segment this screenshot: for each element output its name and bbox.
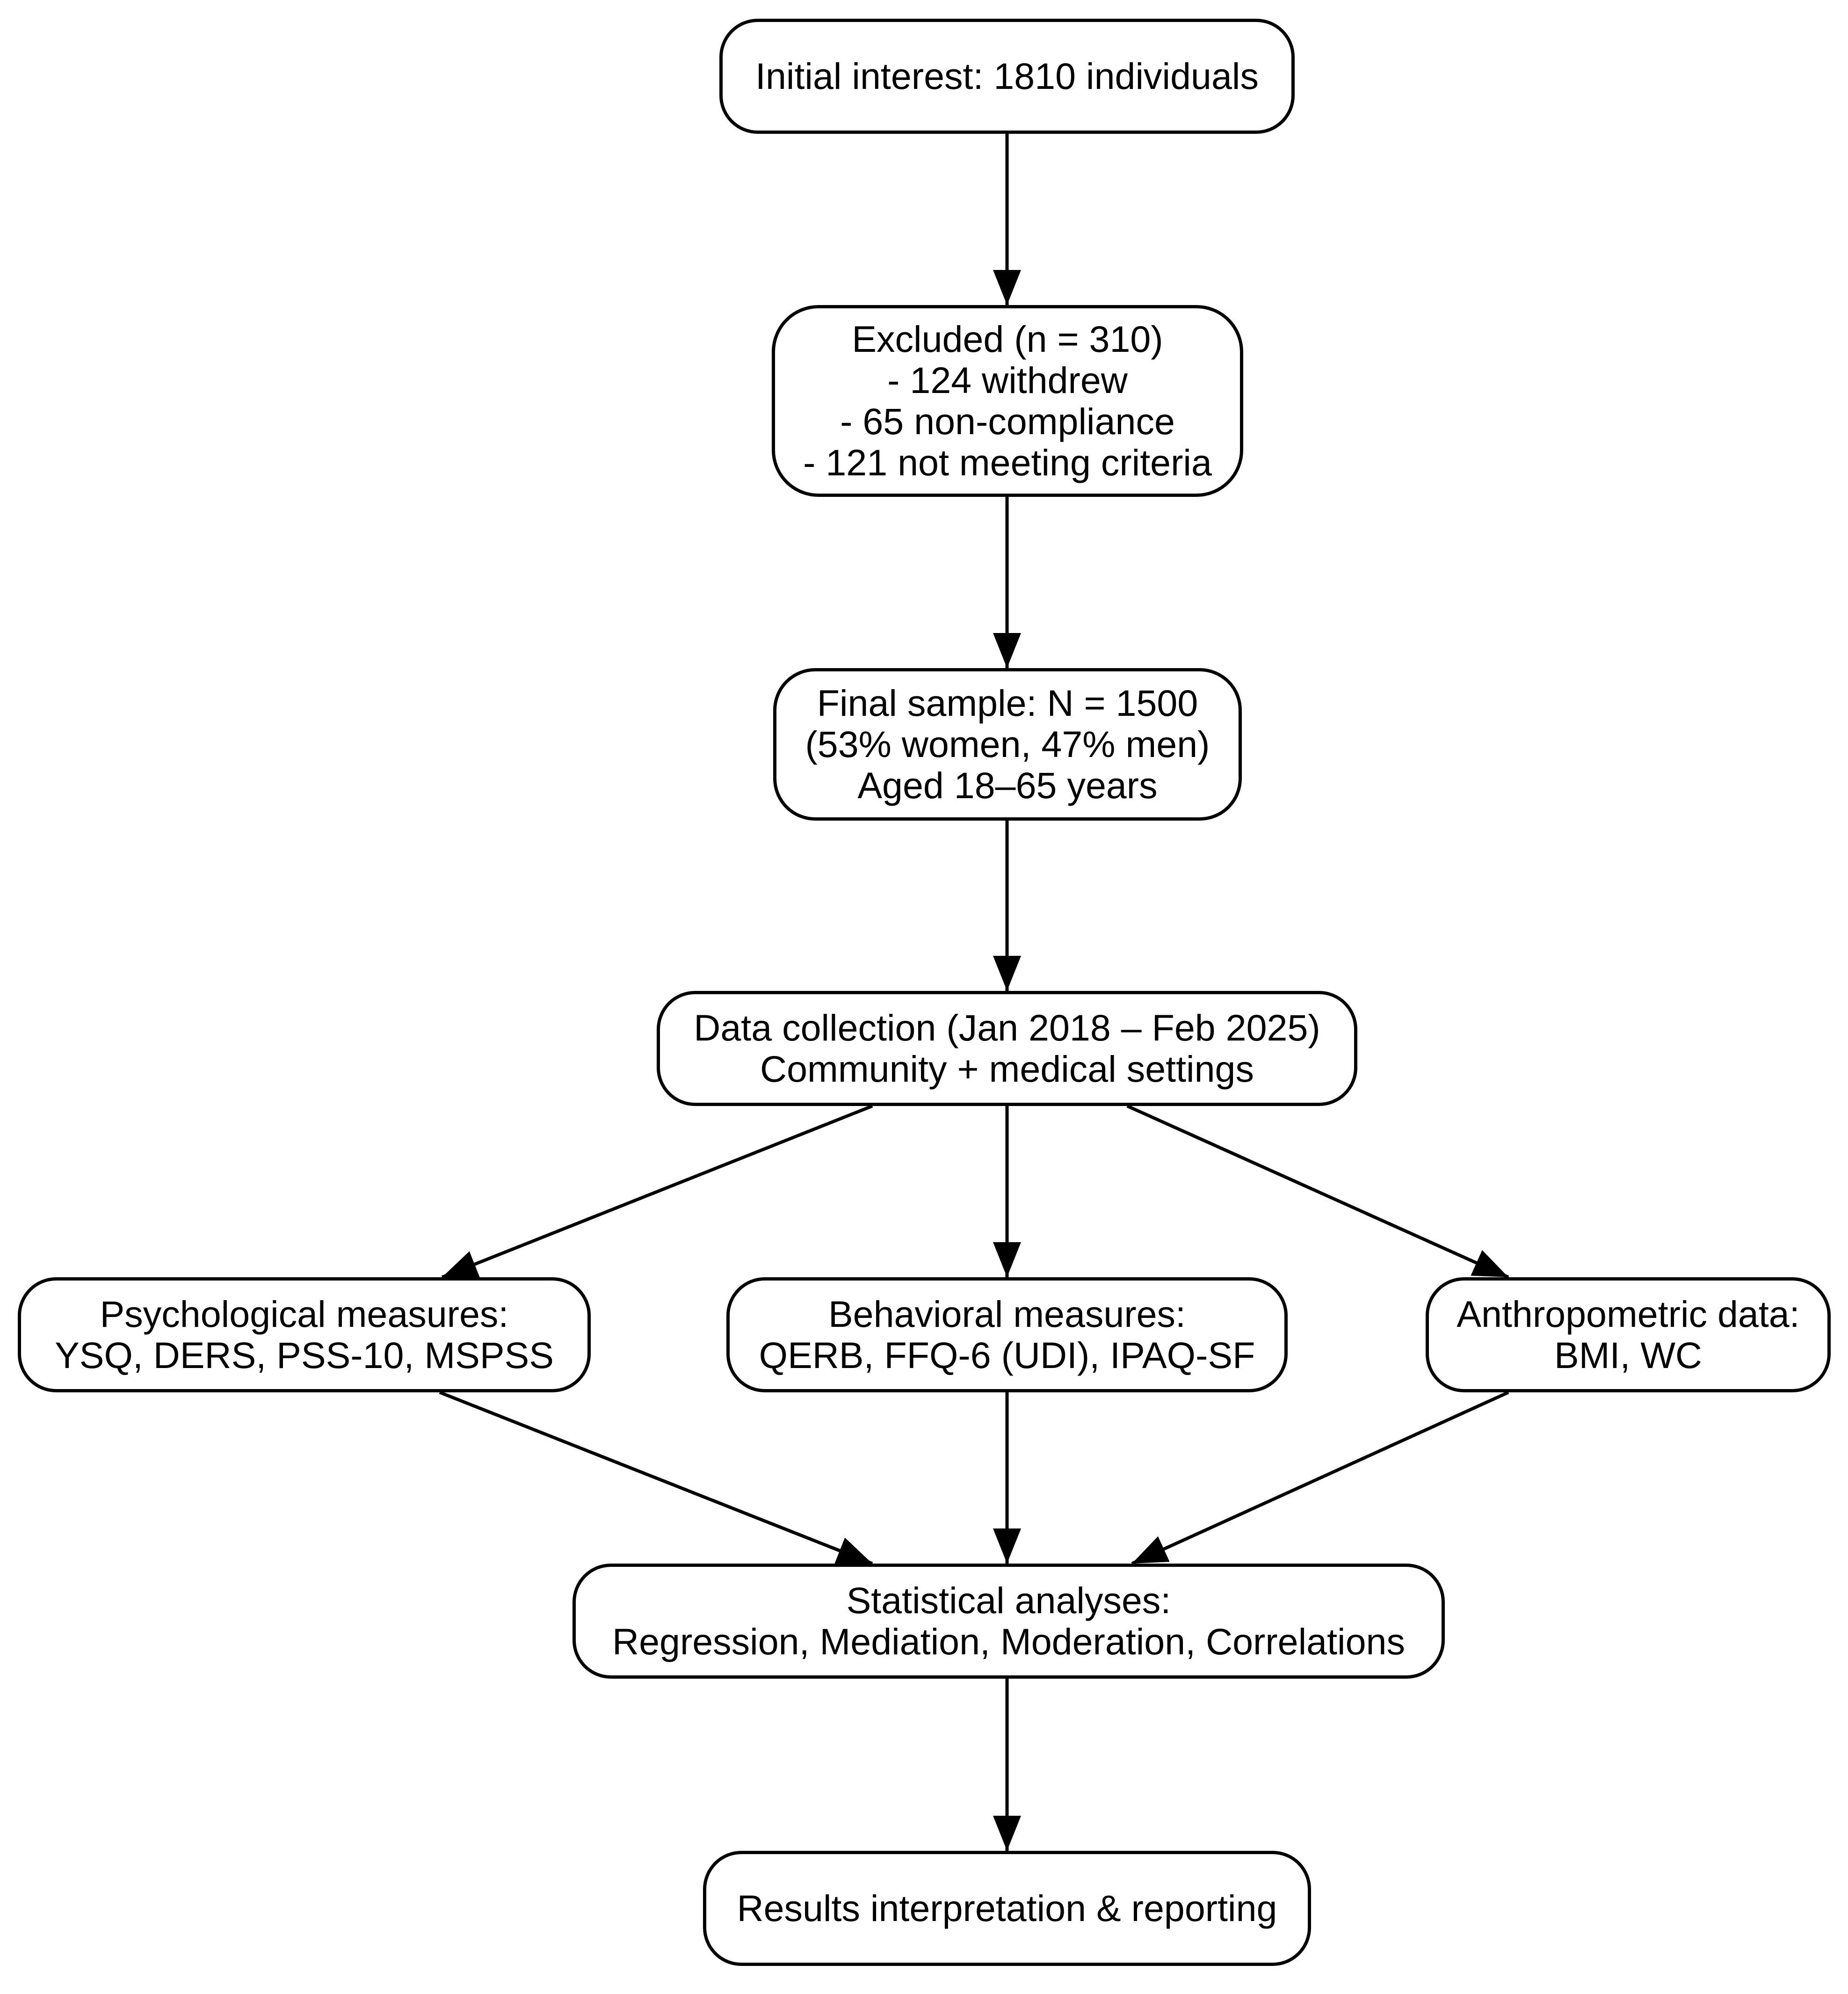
node-excluded-title: Excluded (n = 310) [852, 318, 1163, 360]
node-excluded-non-compliance: - 65 non-compliance [840, 400, 1175, 442]
node-anthropometric-data: Anthropometric data: BMI, WC [1426, 1277, 1831, 1392]
node-data-collection-settings: Community + medical settings [760, 1048, 1254, 1090]
node-excluded-not-meeting-criteria: - 121 not meeting criteria [803, 442, 1212, 483]
edge-collection-to-psychological [441, 1104, 873, 1279]
edge-anthropometric-to-statistics [1131, 1390, 1509, 1565]
node-psychological-measures-list: YSQ, DERS, PSS-10, MSPSS [55, 1334, 554, 1376]
node-anthropometric-data-list: BMI, WC [1554, 1334, 1702, 1376]
node-behavioral-measures-title: Behavioral measures: [828, 1293, 1186, 1335]
node-behavioral-measures-list: QERB, FFQ-6 (UDI), IPAQ-SF [759, 1334, 1255, 1376]
node-statistical-analyses: Statistical analyses: Regression, Mediat… [573, 1564, 1445, 1679]
node-statistical-analyses-list: Regression, Mediation, Moderation, Corre… [612, 1621, 1405, 1662]
edge-collection-to-anthropometric [1126, 1104, 1509, 1279]
node-final-sample-size: Final sample: N = 1500 [817, 682, 1198, 724]
node-behavioral-measures: Behavioral measures: QERB, FFQ-6 (UDI), … [726, 1277, 1288, 1392]
node-initial-interest: Initial interest: 1810 individuals [719, 19, 1295, 134]
node-data-collection: Data collection (Jan 2018 – Feb 2025) Co… [657, 991, 1357, 1106]
node-final-sample-gender: (53% women, 47% men) [805, 723, 1210, 765]
node-psychological-measures-title: Psychological measures: [100, 1293, 509, 1335]
node-results-interpretation: Results interpretation & reporting [703, 1851, 1311, 1966]
node-data-collection-period: Data collection (Jan 2018 – Feb 2025) [694, 1007, 1320, 1048]
node-psychological-measures: Psychological measures: YSQ, DERS, PSS-1… [18, 1277, 591, 1392]
node-initial-interest-text: Initial interest: 1810 individuals [755, 55, 1259, 97]
node-final-sample: Final sample: N = 1500 (53% women, 47% m… [773, 668, 1242, 821]
node-anthropometric-data-title: Anthropometric data: [1457, 1293, 1800, 1335]
node-excluded: Excluded (n = 310) - 124 withdrew - 65 n… [772, 305, 1243, 497]
edge-psychological-to-statistics [439, 1390, 873, 1565]
node-statistical-analyses-title: Statistical analyses: [846, 1579, 1171, 1621]
node-excluded-withdrew: - 124 withdrew [887, 359, 1128, 401]
node-final-sample-age: Aged 18–65 years [857, 764, 1158, 806]
node-results-interpretation-text: Results interpretation & reporting [737, 1887, 1277, 1929]
